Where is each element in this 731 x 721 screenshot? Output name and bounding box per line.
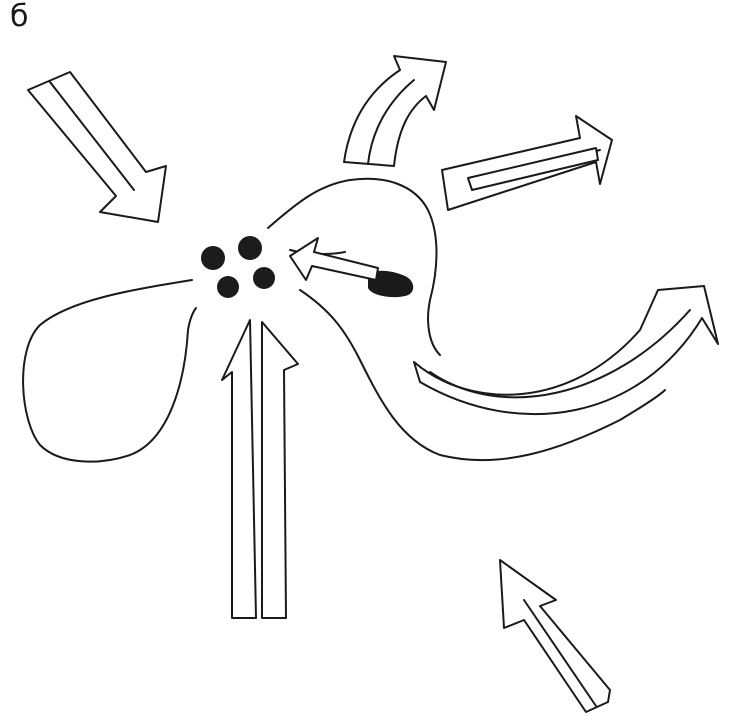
arrow-top-left-divider <box>50 82 134 190</box>
body-outline-left-lobe <box>23 280 196 462</box>
cluster-dot-1 <box>201 246 225 270</box>
cluster-dot-2 <box>238 236 262 260</box>
arrow-top-curved-outward <box>344 56 446 166</box>
arrow-bottom-up-left <box>222 320 256 618</box>
arrow-top-left-inward <box>28 72 166 222</box>
arrow-bottom-right-inward <box>500 560 610 712</box>
arrow-bottom-up-right <box>262 322 298 618</box>
arrow-inward-small <box>290 238 378 280</box>
cluster-dot-3 <box>217 276 239 298</box>
arrow-lower-right-curved-outward <box>414 286 718 414</box>
arrow-bottom-right-divider <box>524 600 596 706</box>
cluster-dot-4 <box>253 267 275 289</box>
